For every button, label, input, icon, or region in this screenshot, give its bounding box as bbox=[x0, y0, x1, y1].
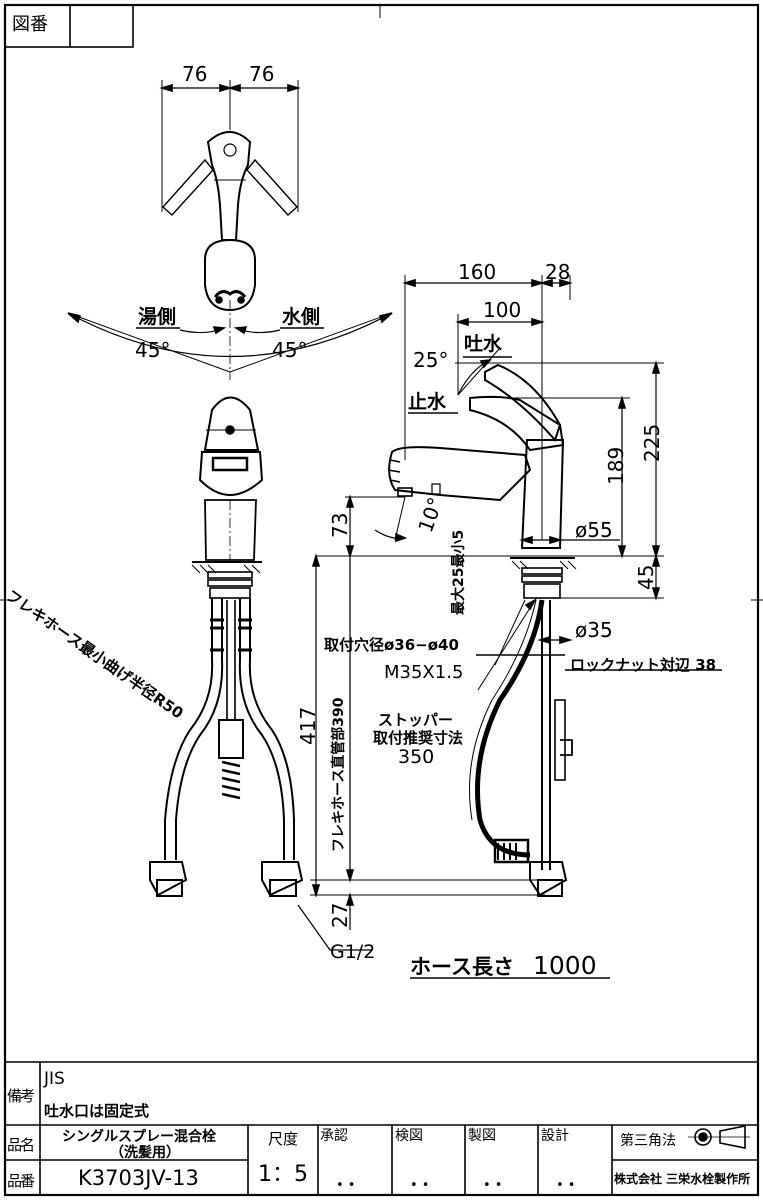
design-dots: • • bbox=[556, 1178, 576, 1193]
projection-label: 第三角法 bbox=[620, 1133, 676, 1149]
cold-side-label: 水側 bbox=[282, 306, 321, 328]
hose-length-value: 1000 bbox=[533, 951, 597, 980]
product-name: シングルスプレー混合栓 bbox=[62, 1129, 216, 1145]
inspect-dots: • • bbox=[410, 1178, 430, 1193]
dim-73: 73 bbox=[328, 512, 352, 538]
dim-27: 27 bbox=[328, 902, 352, 928]
company-name: 株式会社 三栄水栓製作所 bbox=[614, 1172, 751, 1186]
dim-28: 28 bbox=[545, 260, 571, 284]
top-view bbox=[67, 80, 393, 380]
inspect-label: 検図 bbox=[395, 1128, 423, 1144]
name-label: 品名 bbox=[7, 1136, 35, 1154]
dim-225: 225 bbox=[640, 423, 664, 462]
scale-label: 尺度 bbox=[268, 1130, 299, 1148]
spout-water-label: 吐水 bbox=[464, 333, 503, 355]
hot-side-label: 湯側 bbox=[138, 306, 177, 328]
product-name-sub: （洗髪用） bbox=[110, 1145, 180, 1161]
dim-189: 189 bbox=[604, 446, 628, 485]
locknut-label: ロックナット対辺 38 bbox=[570, 656, 717, 674]
angle-45-right: 45° bbox=[272, 338, 308, 362]
dim-phi35: ø35 bbox=[575, 618, 613, 642]
thread-label: M35X1.5 bbox=[384, 662, 464, 683]
draft-dots: • • bbox=[483, 1178, 503, 1193]
design-label: 設計 bbox=[541, 1128, 569, 1144]
drawing-no-label: 図番 bbox=[12, 14, 48, 35]
sheet-border bbox=[3, 3, 760, 1197]
title-block-frame bbox=[5, 1061, 758, 1195]
draft-label: 製図 bbox=[468, 1128, 496, 1144]
dim-phi55: ø55 bbox=[575, 518, 613, 542]
remarks-fixed-spout: 吐水口は固定式 bbox=[44, 1102, 150, 1120]
dim-417: 417 bbox=[296, 706, 320, 745]
stopper-install-label: 取付推奨寸法 bbox=[373, 729, 464, 747]
angle-45-left: 45° bbox=[135, 338, 171, 362]
part-label: 品番 bbox=[7, 1172, 35, 1190]
remarks-jis: JIS bbox=[44, 1069, 65, 1089]
dim-100: 100 bbox=[483, 298, 522, 322]
dim-45: 45 bbox=[634, 564, 658, 590]
stopper-label: ストッパー bbox=[378, 711, 454, 729]
remarks-label: 備考 bbox=[7, 1087, 35, 1105]
approve-label: 承認 bbox=[320, 1128, 348, 1144]
max-min-label: 最大25最小5 bbox=[451, 529, 467, 615]
g12-label: G1/2 bbox=[330, 941, 376, 963]
dim-top-left-76: 76 bbox=[182, 62, 208, 86]
dim-160: 160 bbox=[458, 260, 497, 284]
scale-value: 1：5 bbox=[258, 1162, 308, 1187]
part-number: K3703JV-13 bbox=[78, 1166, 199, 1190]
mount-hole-label: 取付穴径ø36−ø40 bbox=[324, 636, 459, 654]
front-view bbox=[149, 396, 304, 897]
angle-25: 25° bbox=[413, 348, 449, 372]
approve-dots: • • bbox=[336, 1178, 356, 1193]
side-view bbox=[297, 275, 722, 979]
stop-water-label: 止水 bbox=[408, 391, 447, 413]
stopper-350: 350 bbox=[398, 746, 435, 768]
dim-top-right-76: 76 bbox=[249, 62, 275, 86]
hose-length-label: ホース長さ bbox=[410, 955, 514, 979]
drawing-no-box bbox=[4, 4, 134, 48]
hose-straight-label: フレキホース直管部390 bbox=[331, 697, 347, 852]
